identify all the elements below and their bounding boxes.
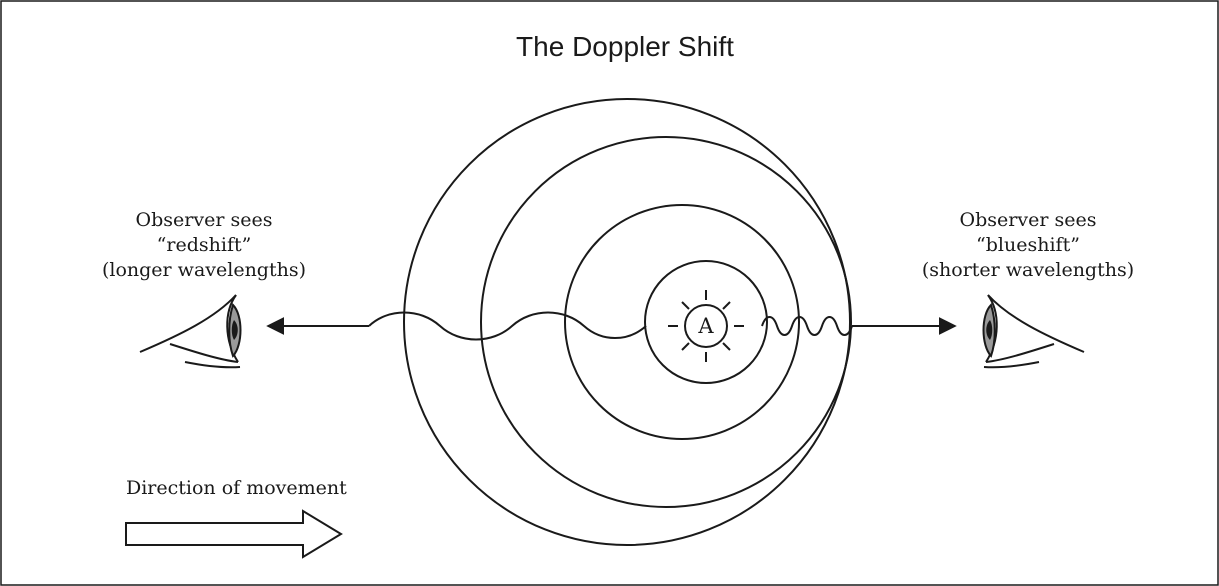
right-observer-line-3: (shorter wavelengths) xyxy=(922,259,1134,281)
left-observer-line-3: (longer wavelengths) xyxy=(102,259,306,281)
source-label: A xyxy=(697,314,714,338)
left-observer-line-1: Observer sees xyxy=(136,209,273,231)
movement-label: Direction of movement xyxy=(126,477,347,499)
right-observer-line-2: “blueshift” xyxy=(976,234,1080,256)
diagram-title: The Doppler Shift xyxy=(516,31,734,62)
left-observer-line-2: “redshift” xyxy=(157,234,252,256)
right-observer-line-1: Observer sees xyxy=(960,209,1097,231)
